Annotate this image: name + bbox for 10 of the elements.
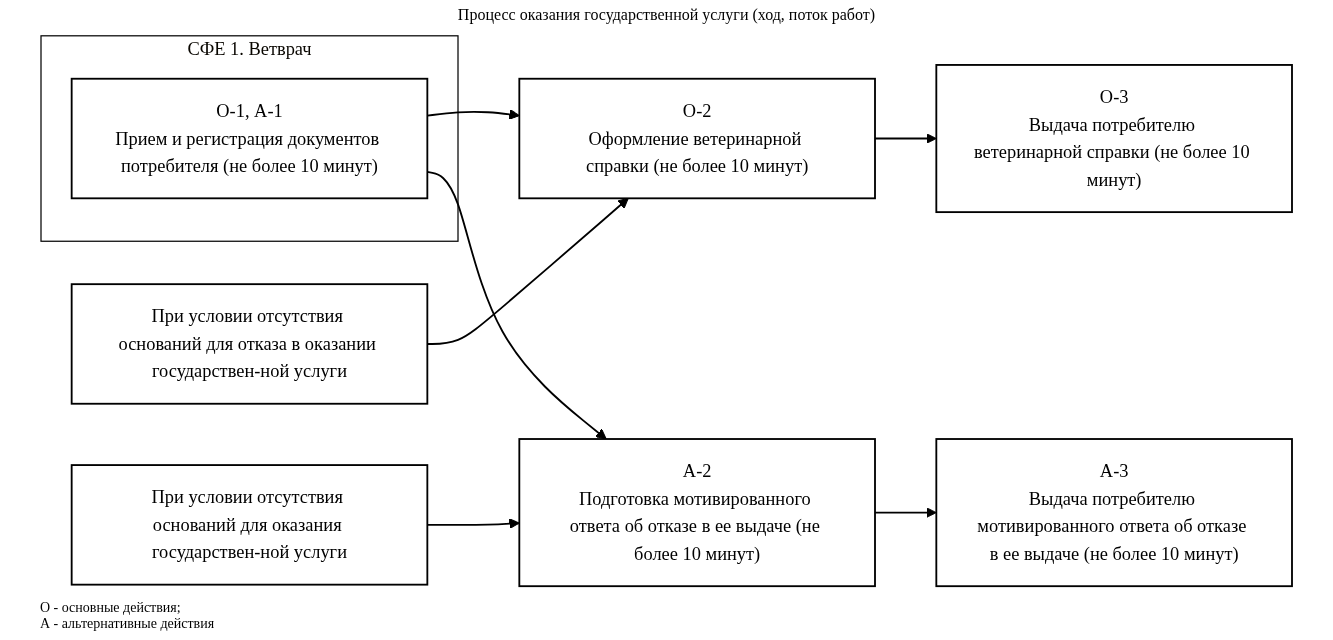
node-box: О-3 Выдача потребителю ветеринарной справки (не более 10 минут) — [935, 64, 1293, 214]
node-box: А-2 Подготовка мотивированного ответа об отказе в ее выдаче (не более 10 минут) — [518, 438, 876, 588]
node-box: А-3 Выдача потребителю мотивированного ответа об отказе в ее выдаче (не более 10 минут) — [935, 438, 1293, 588]
node-box: О-1, А-1 Прием и регистрация документов потребителя (не более 10 минут) — [70, 77, 429, 200]
node-box: При условии отсутствия оснований для отказа в оказании государствен-ной услуги — [70, 283, 429, 405]
diagram-title: Процесс оказания государственной услуги (ход, поток работ) — [457, 5, 876, 26]
legend-note: А - альтернативные действия — [40, 616, 215, 632]
node-box: При условии отсутствия оснований для оказания государствен-ной услуги — [70, 464, 429, 586]
legend-note: О - основные действия; — [40, 600, 181, 616]
node-box: О-2 Оформление ветеринарной справки (не более 10 минут) — [518, 77, 876, 200]
